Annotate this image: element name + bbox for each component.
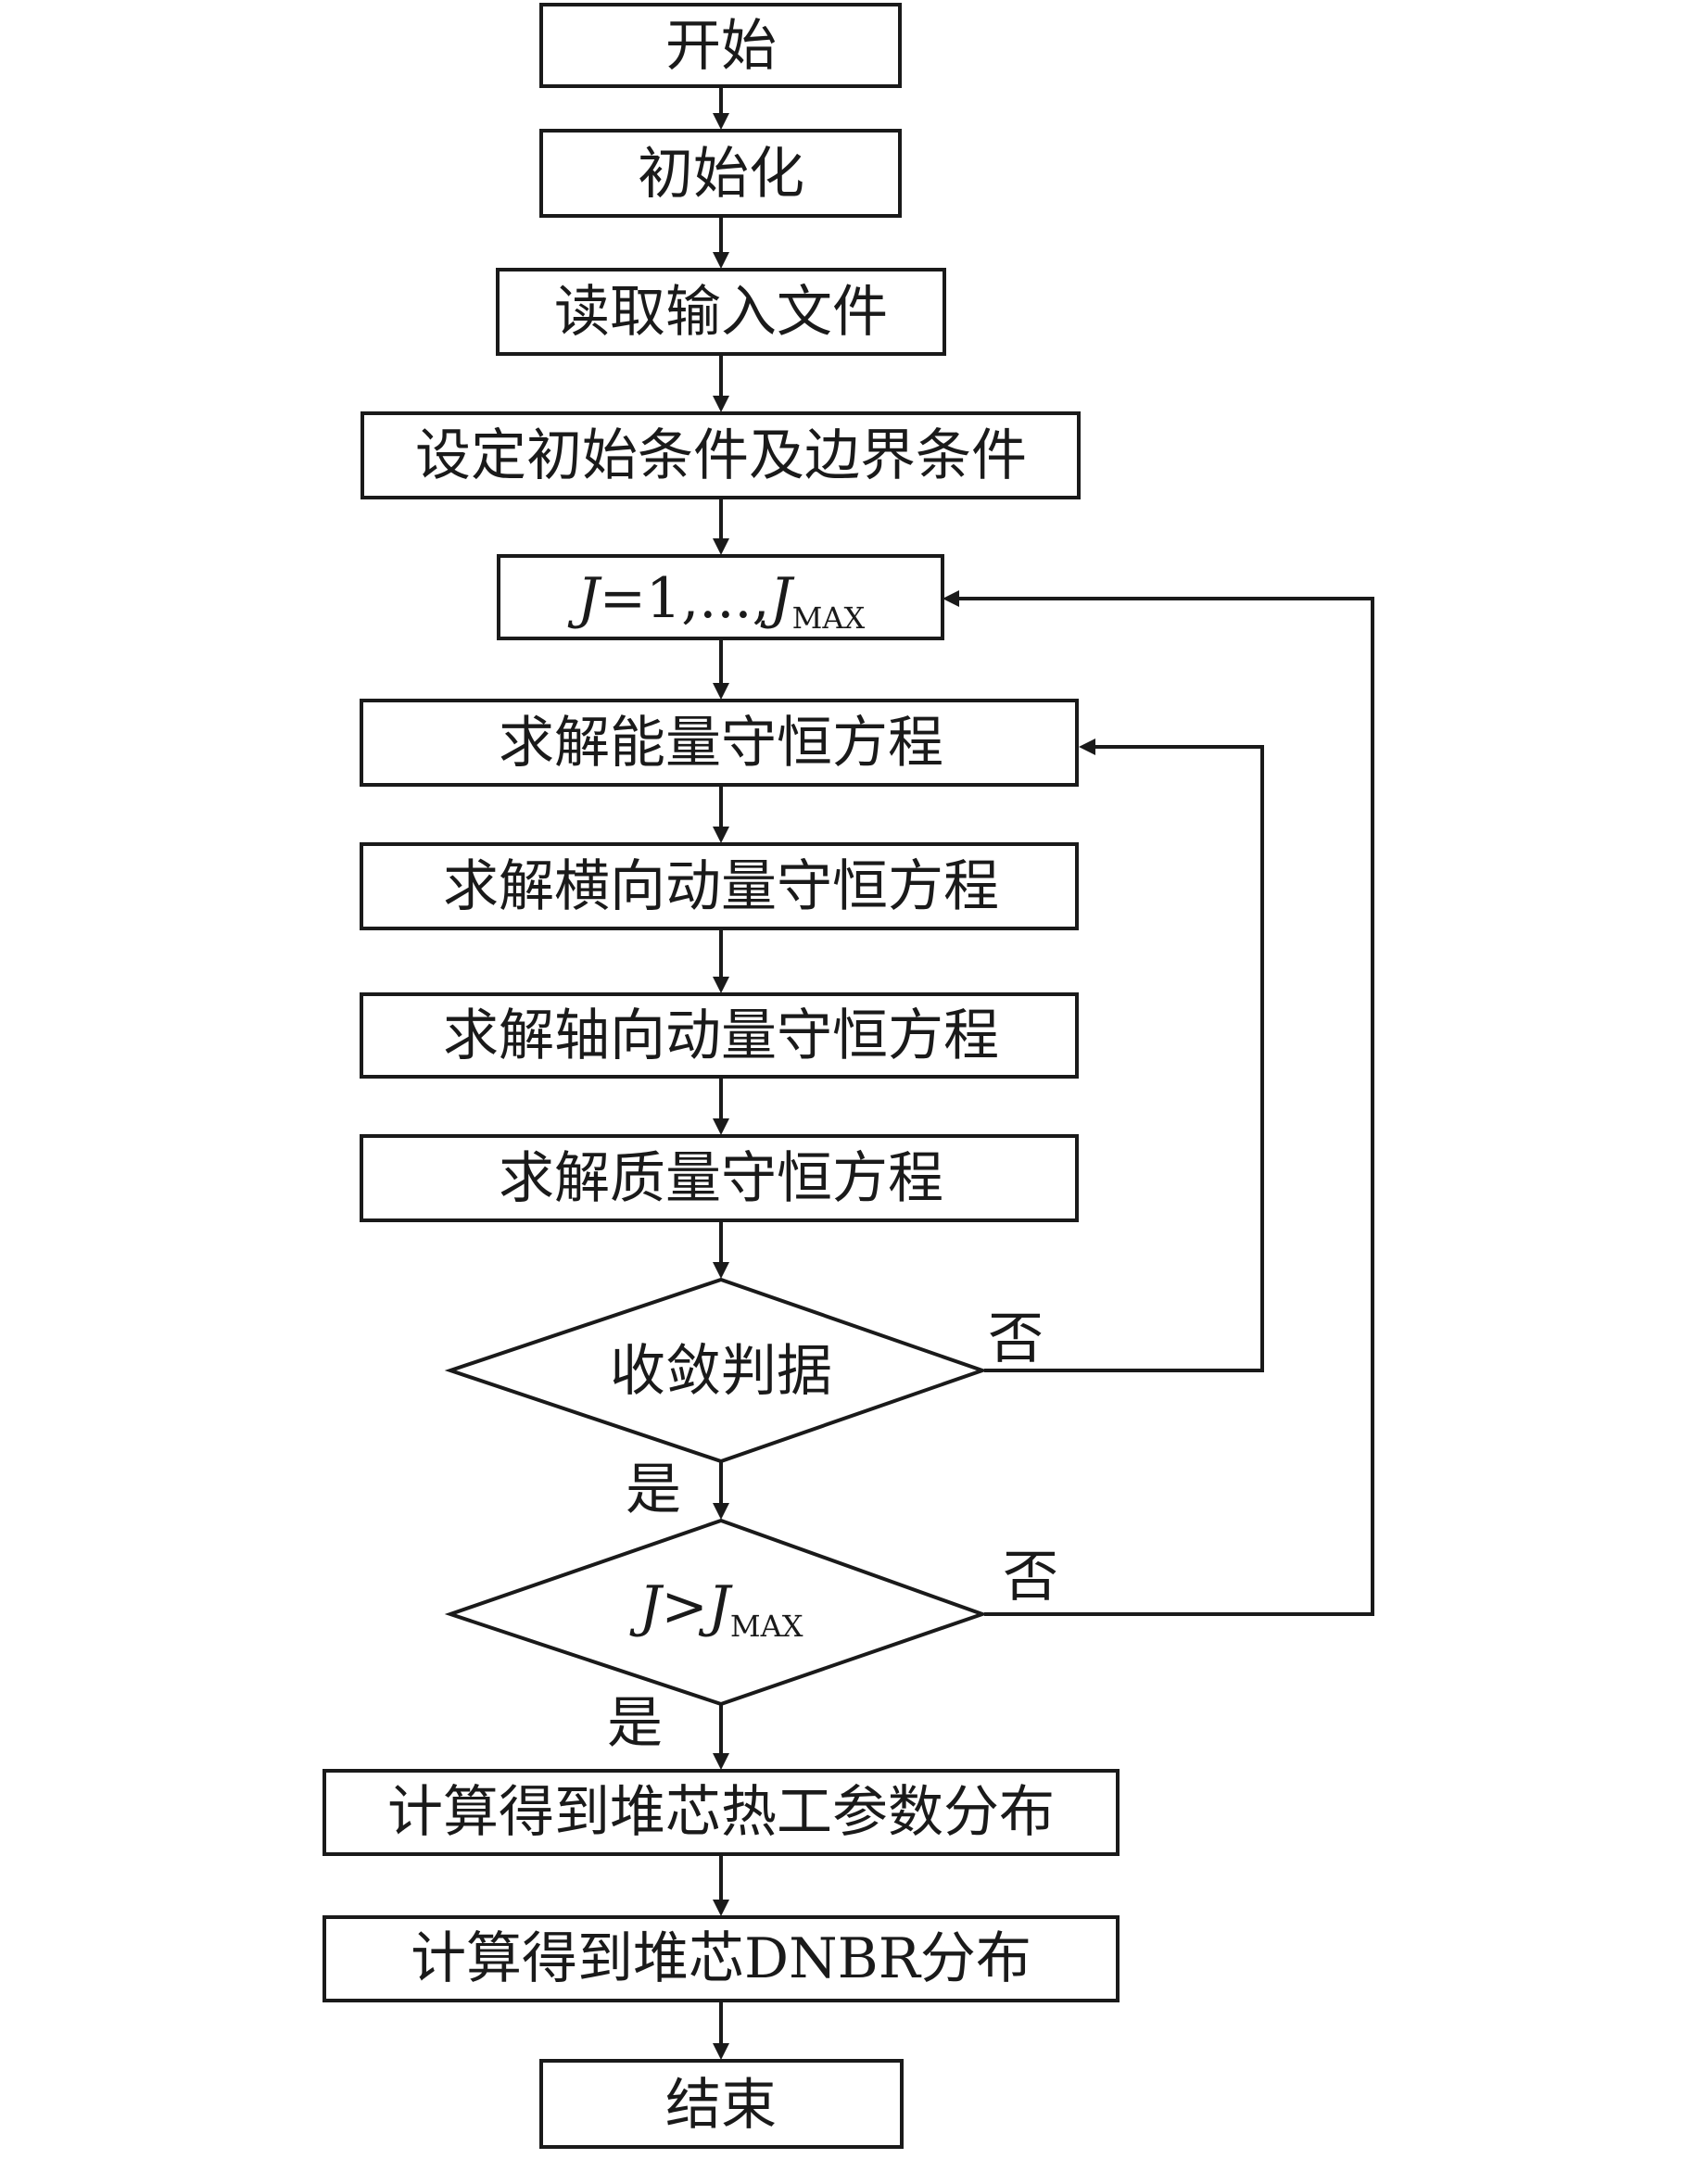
node-transverse-momentum-label: 求解横向动量守恒方程 — [443, 854, 999, 919]
node-set-conditions-label: 设定初始条件及边界条件 — [415, 423, 1027, 488]
node-convergence: 收敛判据 — [444, 1277, 989, 1464]
node-axial-momentum: 求解轴向动量守恒方程 — [360, 992, 1079, 1079]
node-set-conditions: 设定初始条件及边界条件 — [361, 411, 1081, 499]
node-start-label: 开始 — [665, 14, 777, 79]
arrow-axial-to-mass — [713, 1077, 729, 1135]
node-convergence-label: 收敛判据 — [610, 1339, 832, 1404]
node-dnbr-label: 计算得到堆芯DNBR分布 — [411, 1926, 1031, 1991]
arrow-loopcheck-to-thermal — [713, 1705, 729, 1770]
arrow-transverse-to-axial — [713, 928, 729, 993]
arrow-energy-to-transverse — [713, 785, 729, 843]
node-loop-init-label: J=1,...,JMAX — [567, 566, 866, 636]
node-init: 初始化 — [539, 129, 902, 218]
node-read-input-label: 读取输入文件 — [554, 280, 888, 345]
node-end-label: 结束 — [665, 2073, 777, 2138]
arrow-read-to-set — [713, 354, 729, 412]
arrow-convergence-to-loopcheck — [713, 1462, 729, 1520]
node-mass: 求解质量守恒方程 — [360, 1134, 1079, 1222]
loop-var-max-sub: MAX — [792, 600, 866, 636]
edge-loopcheck-yes-label: 是 — [607, 1691, 663, 1756]
arrow-set-to-loop — [713, 498, 729, 555]
check-op: > — [662, 1574, 708, 1639]
node-dnbr: 计算得到堆芯DNBR分布 — [323, 1915, 1120, 2002]
node-transverse-momentum: 求解横向动量守恒方程 — [360, 842, 1079, 930]
node-thermal-params: 计算得到堆芯热工参数分布 — [323, 1769, 1120, 1856]
edge-loopcheck-no-label: 否 — [1003, 1545, 1058, 1610]
node-mass-label: 求解质量守恒方程 — [499, 1146, 943, 1211]
arrow-thermal-to-dnbr — [713, 1854, 729, 1916]
check-var-max-sub: MAX — [730, 1609, 803, 1644]
connectors — [713, 86, 1374, 2060]
node-loop-check: J>JMAX — [444, 1518, 989, 1707]
node-energy: 求解能量守恒方程 — [360, 699, 1079, 787]
node-start: 开始 — [539, 3, 902, 88]
arrow-loopcheck-no-feedback — [943, 590, 1374, 1616]
edge-convergence-no-label: 否 — [988, 1307, 1044, 1371]
node-energy-label: 求解能量守恒方程 — [499, 711, 943, 776]
loop-range: =1,..., — [600, 566, 770, 631]
arrow-dnbr-to-end — [713, 2001, 729, 2060]
node-end: 结束 — [539, 2059, 904, 2149]
node-loop-check-label: J>JMAX — [628, 1574, 803, 1644]
node-read-input: 读取输入文件 — [496, 268, 946, 356]
node-init-label: 初始化 — [638, 142, 804, 207]
arrow-start-to-init — [713, 86, 729, 130]
arrow-convergence-no-feedback — [984, 739, 1264, 1372]
arrow-mass-to-convergence — [713, 1220, 729, 1279]
node-loop-init: J=1,...,JMAX — [497, 554, 944, 640]
arrow-loop-to-energy — [713, 638, 729, 700]
edge-convergence-yes-label: 是 — [626, 1458, 681, 1522]
node-thermal-params-label: 计算得到堆芯热工参数分布 — [387, 1780, 1055, 1845]
node-axial-momentum-label: 求解轴向动量守恒方程 — [443, 1004, 999, 1068]
arrow-init-to-read — [713, 216, 729, 269]
